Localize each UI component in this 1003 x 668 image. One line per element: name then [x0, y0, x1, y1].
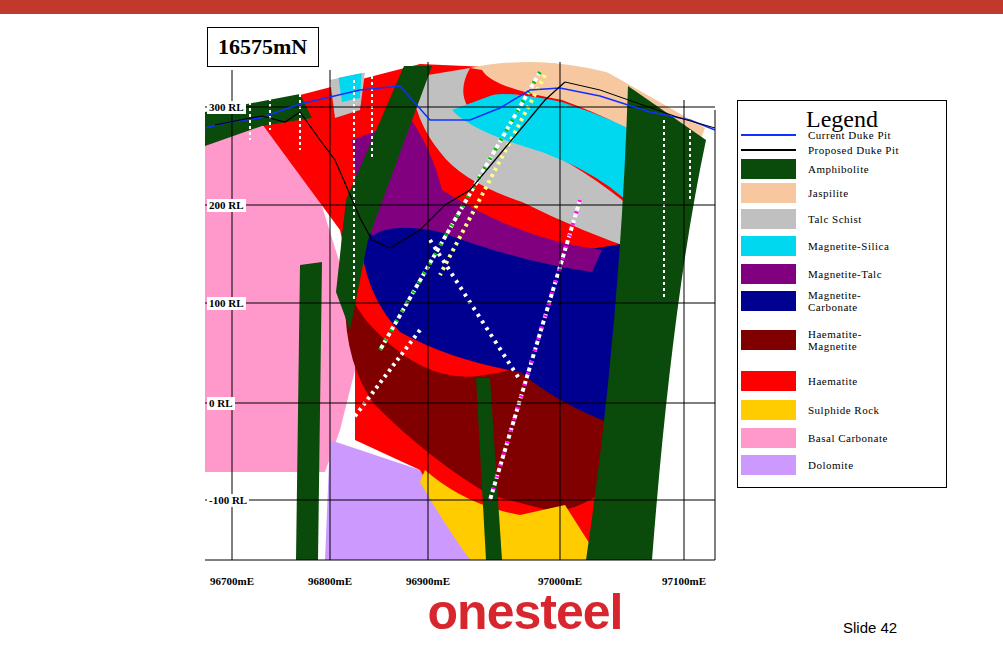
legend-label: Proposed Duke Pit	[808, 144, 899, 156]
elevation-label: -100 RL	[207, 494, 249, 507]
section-label: 16575mN	[218, 34, 308, 60]
legend-label: Magnetite-Carbonate	[808, 289, 892, 313]
legend-swatch	[741, 400, 796, 420]
legend-label: Dolomite	[808, 459, 854, 471]
easting-label: 96700mE	[210, 575, 254, 588]
legend-swatch	[741, 264, 796, 284]
easting-label: 96800mE	[308, 575, 352, 588]
company-logo: onesteel	[428, 584, 623, 640]
legend-line-sample	[741, 149, 796, 151]
legend-swatch	[741, 371, 796, 391]
legend-label: Haematite-Magnetite	[808, 328, 892, 352]
legend-label: Haematite	[808, 375, 858, 387]
legend-swatch	[741, 291, 796, 311]
legend-label: Amphibolite	[808, 163, 869, 175]
legend-swatch	[741, 236, 796, 256]
legend-swatch	[741, 159, 796, 179]
legend-title: Legend	[738, 105, 946, 133]
legend-label: Jaspilite	[808, 187, 849, 199]
legend-line-sample	[741, 134, 796, 136]
legend-label: Sulphide Rock	[808, 404, 880, 416]
easting-label: 97100mE	[662, 575, 706, 588]
legend-swatch	[741, 330, 796, 350]
legend-swatch	[741, 428, 796, 448]
elevation-label: 0 RL	[207, 397, 235, 410]
slide-number: Slide 42	[843, 619, 897, 637]
legend-swatch	[741, 183, 796, 203]
elevation-label: 100 RL	[207, 297, 246, 310]
legend-box: LegendCurrent Duke PitProposed Duke PitA…	[737, 100, 947, 488]
legend-label: Magnetite-Talc	[808, 268, 882, 280]
legend-swatch	[741, 209, 796, 229]
legend-label: Talc Schist	[808, 213, 862, 225]
legend-swatch	[741, 455, 796, 475]
elevation-label: 200 RL	[207, 199, 246, 212]
elevation-label: 300 RL	[207, 101, 246, 114]
title-band	[0, 0, 1003, 14]
legend-label: Magnetite-Silica	[808, 240, 889, 252]
section-label-box: 16575mN	[207, 27, 319, 67]
legend-label: Basal Carbonate	[808, 432, 888, 444]
legend-label: Current Duke Pit	[808, 129, 891, 141]
